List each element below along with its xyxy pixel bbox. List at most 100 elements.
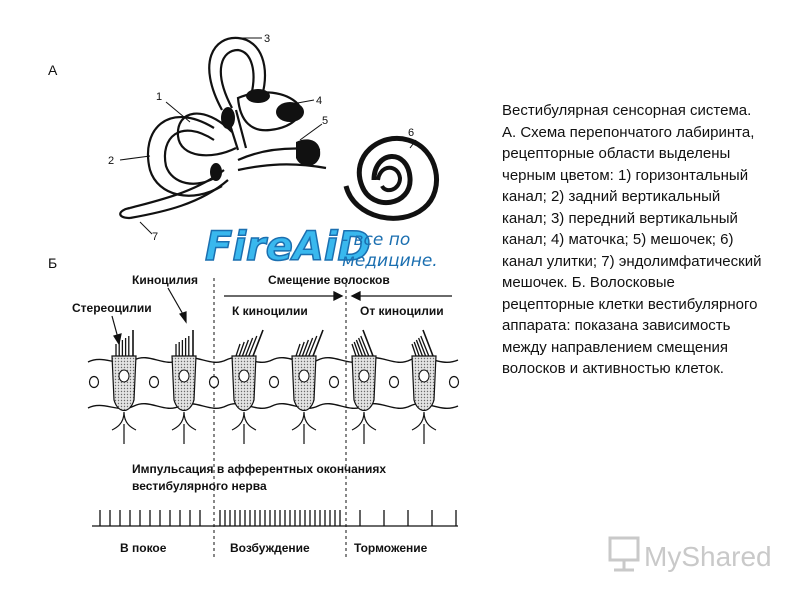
hair-cell-nucleus — [358, 369, 370, 383]
label-7: 7 — [152, 231, 158, 243]
stereocilium — [304, 337, 314, 357]
labyrinth-drawing — [119, 36, 327, 220]
supporting-cell-nucleus — [148, 375, 160, 389]
stereocilium — [417, 337, 427, 357]
nerve-ending — [231, 411, 257, 431]
stereocilium — [241, 339, 250, 357]
label-4: 4 — [316, 95, 322, 107]
anterior-canal — [208, 36, 266, 111]
panel-a: А — [48, 33, 439, 243]
ampulla-horizontal — [221, 107, 235, 129]
supporting-cell-nucleus — [388, 375, 400, 389]
nerve-ending — [111, 411, 137, 431]
stereocilium — [238, 341, 245, 357]
hair-cell-body — [291, 355, 317, 412]
endolymphatic-sac — [119, 206, 131, 220]
panel-b: Б Киноцилия Стереоцилии Смещение волоско… — [48, 255, 460, 560]
supporting-cell-nucleus — [268, 375, 280, 389]
supporting-cell-nucleus — [448, 375, 460, 389]
nerve-ending — [411, 411, 437, 431]
myshared-logo: MyShared — [608, 536, 772, 572]
supporting-cell-nucleus — [88, 375, 100, 389]
hair-cell-nucleus — [418, 369, 430, 383]
figure-caption: Вестибулярная сенсорная система. А. Схем… — [502, 102, 762, 377]
macula-utricle — [276, 102, 304, 122]
panel-a-letter: А — [48, 62, 58, 78]
epithelium — [87, 357, 459, 410]
hair-cell-body — [111, 355, 137, 412]
label-5: 5 — [322, 115, 328, 127]
watermark: FireAiD - все по медицине. — [200, 208, 438, 271]
stereocilia-label: Стереоцилии — [72, 301, 152, 315]
kinocilium — [422, 329, 434, 357]
macula-saccule — [296, 139, 321, 166]
cochlea-spiral — [343, 136, 439, 221]
kinocilium — [252, 329, 264, 357]
hair-cell-nucleus — [178, 369, 190, 383]
hair-bundle — [411, 335, 430, 357]
stereocilium — [360, 335, 370, 357]
horizontal-canal — [176, 112, 237, 157]
impulse-label-2: вестибулярного нерва — [132, 479, 267, 493]
hair-cell-nucleus — [298, 369, 310, 383]
supporting-cell-nucleus — [208, 375, 220, 389]
supporting-cells — [88, 375, 460, 389]
label-6: 6 — [408, 127, 414, 139]
nerve-ending — [171, 411, 197, 431]
stereocilium — [420, 335, 430, 357]
presentation-icon — [608, 536, 640, 572]
ampulla-posterior — [210, 163, 222, 181]
hair-cell — [111, 330, 137, 444]
hair-cell — [231, 329, 264, 444]
hair-bundle — [235, 335, 258, 357]
receptor-areas — [210, 89, 321, 181]
toward-kinocilia-label: К киноцилии — [232, 304, 308, 318]
hair-cells — [111, 329, 437, 444]
away-kinocilia-label: От киноцилии — [360, 304, 444, 318]
pointer-lines — [111, 287, 187, 346]
nerve-ending — [351, 411, 377, 431]
label-1: 1 — [156, 91, 162, 103]
dividers — [213, 278, 347, 560]
hair-cell — [351, 329, 377, 444]
stereocilium — [244, 337, 254, 357]
hair-cell-body — [351, 355, 377, 412]
hair-cell-nucleus — [118, 369, 130, 383]
hair-bundle — [175, 336, 190, 356]
hair-bundle — [115, 336, 130, 356]
watermark-tagline-2: медицине. — [342, 251, 438, 271]
nerve-ending — [291, 411, 317, 431]
hair-cell — [171, 330, 197, 444]
hair-cell-body — [411, 355, 437, 412]
spike-train — [92, 510, 458, 527]
hair-cell — [411, 329, 437, 444]
hair-cell — [291, 329, 324, 444]
label-2: 2 — [108, 155, 114, 167]
panel-b-letter: Б — [48, 255, 57, 271]
stereocilium — [357, 337, 367, 357]
watermark-brand: FireAiD — [205, 224, 371, 270]
hair-bundle — [351, 335, 370, 357]
stereocilium — [301, 339, 310, 357]
stereocilium — [355, 339, 364, 357]
kinocilium — [362, 329, 374, 357]
stereocilium — [413, 341, 420, 357]
stereocilium — [295, 343, 301, 357]
stereocilium — [353, 341, 360, 357]
stereocilium — [298, 341, 305, 357]
logo-text: MyShared — [644, 541, 772, 572]
watermark-tagline-1: - все по — [342, 230, 410, 250]
stereocilium — [415, 339, 424, 357]
labels-a — [119, 37, 417, 235]
stereocilium — [248, 335, 258, 357]
kinocilium — [312, 329, 324, 357]
hair-cell-body — [231, 355, 257, 412]
hair-cell-body — [171, 355, 197, 412]
ampulla-anterior — [246, 89, 270, 103]
supporting-cell-nucleus — [328, 375, 340, 389]
hair-shift-label: Смещение волосков — [268, 273, 390, 287]
excitation-label: Возбуждение — [230, 541, 310, 555]
stereocilium — [235, 343, 241, 357]
rest-label: В покое — [120, 541, 167, 555]
